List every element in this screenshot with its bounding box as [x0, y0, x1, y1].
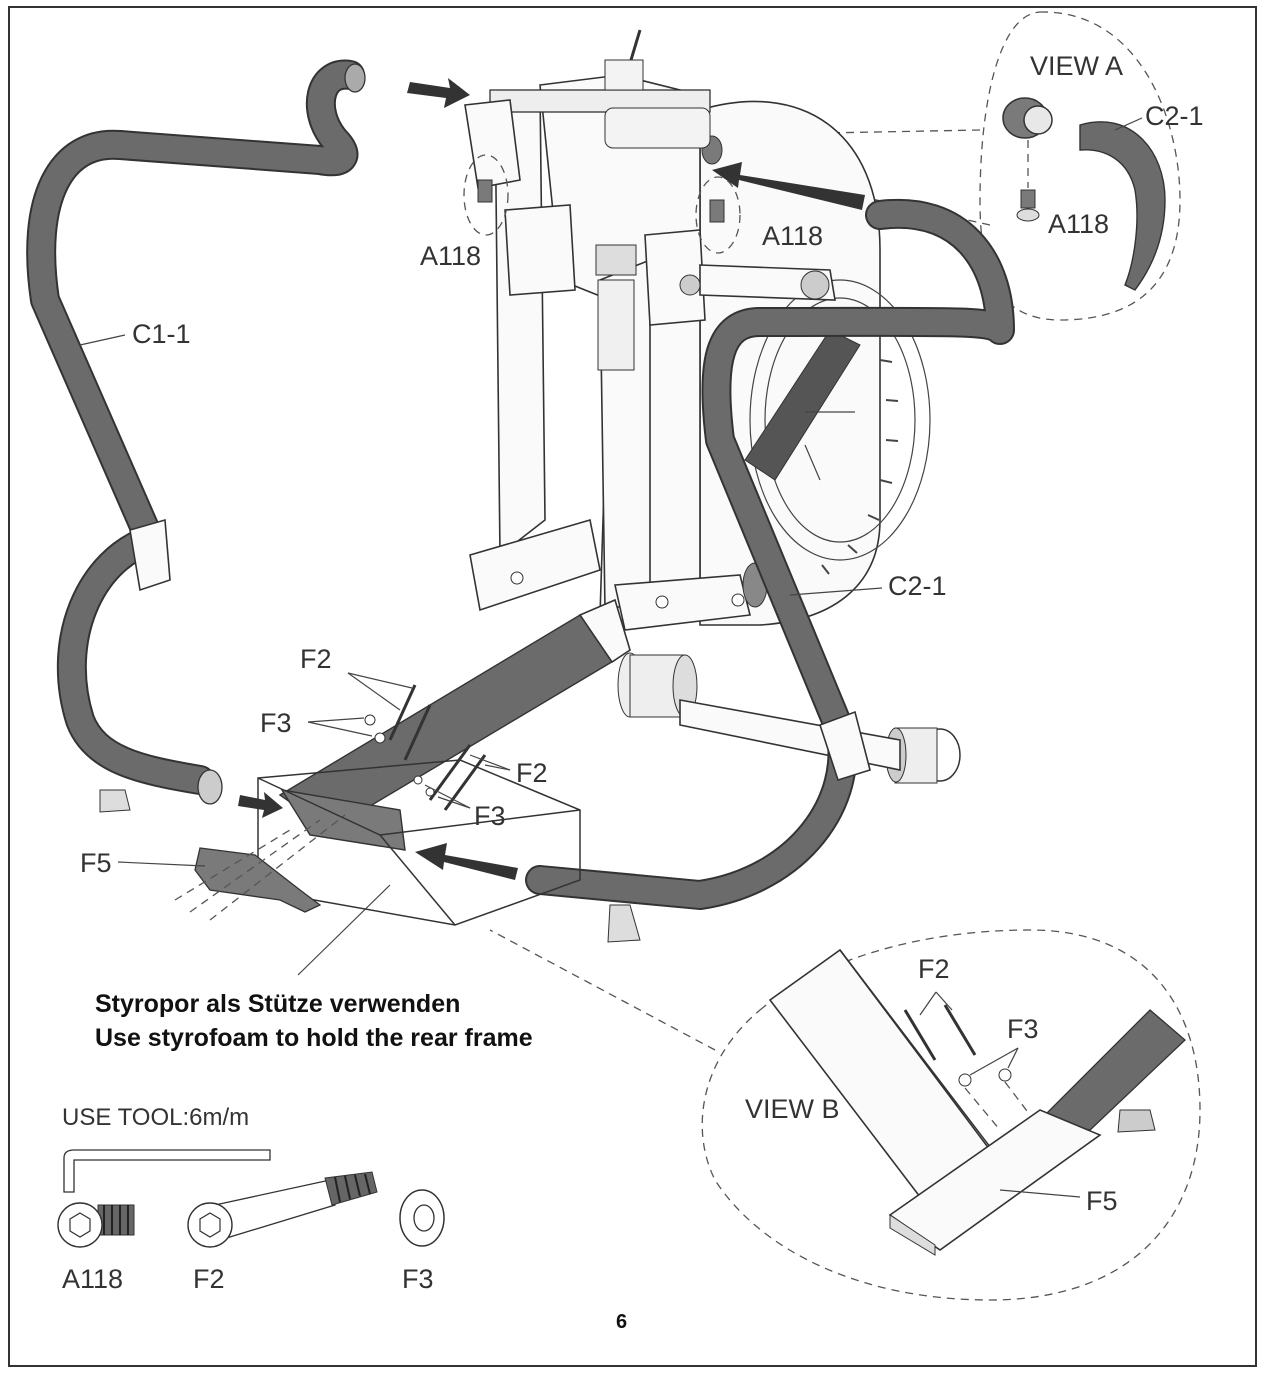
- view-a-bolt: [1016, 189, 1040, 222]
- a118-left-label: A118: [420, 241, 481, 271]
- c1-1-tube: [26, 59, 366, 813]
- f2-bolt-icon: [187, 1171, 378, 1248]
- tool-title: USE TOOL:6m/m: [62, 1104, 249, 1131]
- f3-mid-label: F3: [474, 801, 506, 831]
- a118-bolt-icon: [57, 1202, 135, 1248]
- c2-1-label: C2-1: [888, 571, 947, 601]
- view-a-label: VIEW A: [1030, 51, 1123, 81]
- view-a-a118-label: A118: [1048, 209, 1109, 239]
- view-a-c2-1-label: C2-1: [1145, 101, 1204, 131]
- view-b-f3-label: F3: [1007, 1014, 1039, 1044]
- allen-key-icon: [63, 1149, 271, 1193]
- view-b-f5-label: F5: [1086, 1186, 1118, 1216]
- view-b-detail: [489, 929, 1201, 1301]
- tool-label-f3: F3: [402, 1264, 434, 1294]
- tool-label-f2: F2: [193, 1264, 225, 1294]
- page-number: 6: [616, 1311, 627, 1333]
- view-a-tube: [1079, 121, 1166, 291]
- note-line-german: Styropor als Stütze verwenden: [95, 990, 460, 1018]
- note-line-english: Use styrofoam to hold the rear frame: [95, 1024, 533, 1052]
- f2-top-label: F2: [300, 644, 332, 674]
- assembly-arrows: [238, 78, 865, 880]
- view-b-f2-label: F2: [918, 954, 950, 984]
- f5-part: [174, 814, 346, 921]
- a118-right-label: A118: [762, 221, 823, 251]
- f3-top-label: F3: [260, 708, 292, 738]
- f2-f3-bolts-top: [307, 672, 432, 761]
- tool-label-a118: A118: [62, 1264, 123, 1294]
- f2-f3-bolts-mid: [413, 744, 511, 811]
- f3-washer-icon: [399, 1189, 445, 1247]
- c2-1-tube: [525, 198, 1015, 943]
- view-b-label: VIEW B: [745, 1094, 840, 1124]
- c1-1-label: C1-1: [132, 319, 191, 349]
- page-border: [8, 6, 1257, 1367]
- a118-left-bolt: [463, 154, 509, 236]
- view-a-bushing: [1002, 97, 1053, 139]
- f2-mid-label: F2: [516, 758, 548, 788]
- a118-right-bolt: [695, 176, 741, 254]
- view-a-detail: [979, 11, 1181, 321]
- f5-label: F5: [80, 848, 112, 878]
